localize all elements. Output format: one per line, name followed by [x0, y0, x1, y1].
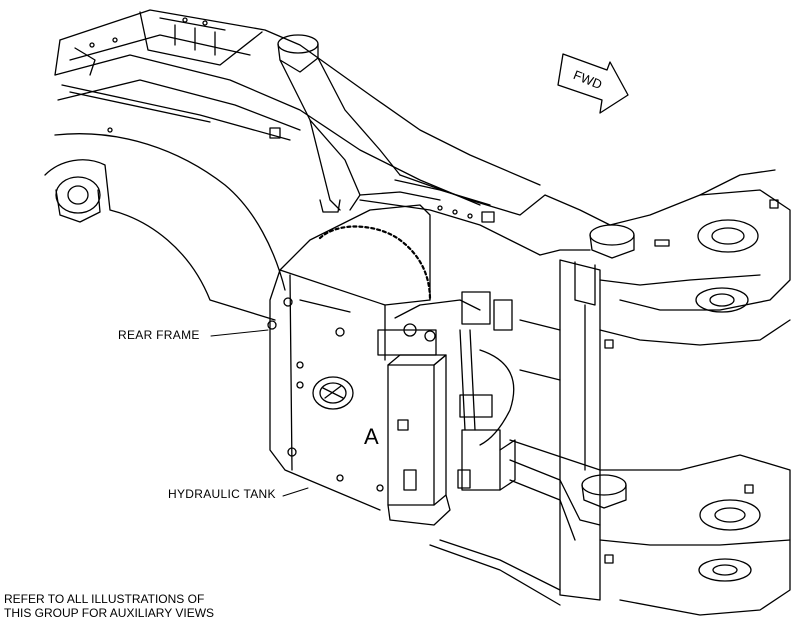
- view-marker-a: A: [364, 424, 379, 449]
- leader-lines: [210, 329, 309, 497]
- rear-frame-label: REAR FRAME: [118, 328, 200, 342]
- rear-frame-plate: [44, 127, 286, 321]
- hydraulic-tank: [267, 191, 441, 511]
- note-line-2: THIS GROUP FOR AUXILIARY VIEWS: [4, 606, 215, 620]
- lower-pivot: [429, 439, 791, 616]
- support-post: [277, 34, 401, 213]
- lower-frame-rail: [359, 169, 776, 256]
- rear-frame-leader: [210, 329, 269, 337]
- hydraulic-tank-leader: [282, 487, 309, 497]
- upper-frame-rail: [54, 9, 541, 206]
- fwd-arrow-icon: FWD: [557, 53, 629, 114]
- note-line-1: REFER TO ALL ILLUSTRATIONS OF: [4, 592, 205, 606]
- filter-canister: [377, 291, 516, 526]
- hose-chain: [318, 225, 432, 302]
- front-frame: [519, 189, 791, 601]
- auxiliary-views-note: REFER TO ALL ILLUSTRATIONS OF THIS GROUP…: [4, 592, 214, 620]
- hydraulic-tank-label: HYDRAULIC TANK: [168, 487, 276, 501]
